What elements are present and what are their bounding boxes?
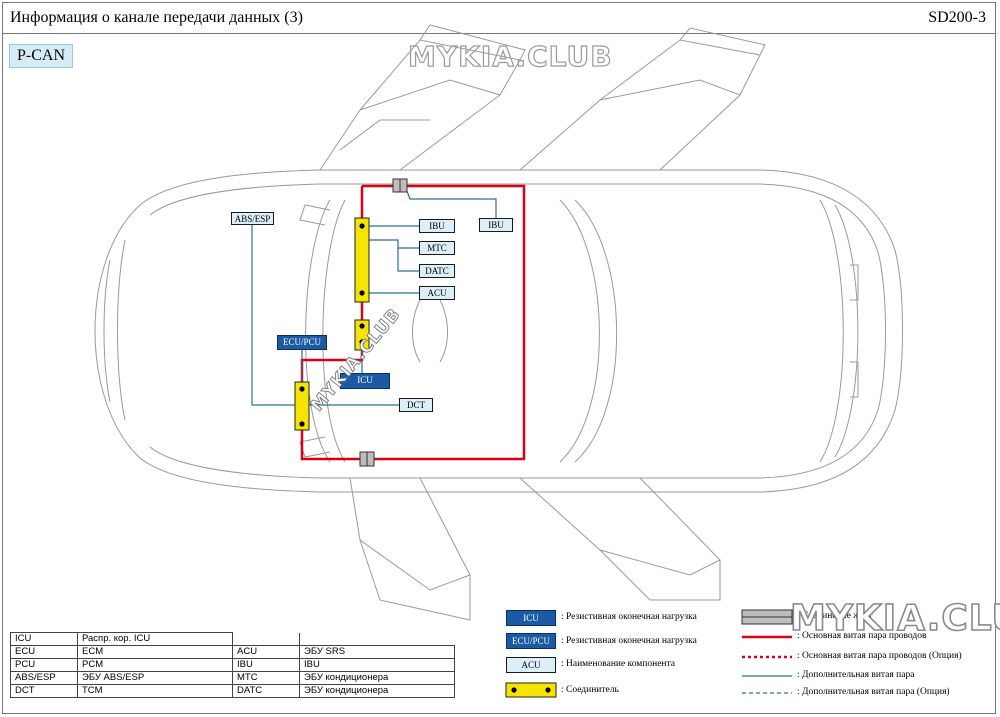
- legend-terminal-icu-text: : Резистивная оконечная нагрузка: [561, 612, 697, 622]
- abbr-cell: DCT: [10, 684, 78, 698]
- component-mtc: MTC: [419, 241, 455, 255]
- legend-component-text: : Наименование компонента: [561, 659, 675, 669]
- harness-joint-top: [392, 178, 408, 193]
- terminal-icu: ICU: [340, 373, 390, 389]
- abbr-cell: [232, 632, 300, 646]
- abbreviation-table: ICU Распр. кор. ICU ECU ECM ACU ЭБУ SRS …: [10, 632, 455, 698]
- abbr-cell: Распр. кор. ICU: [77, 632, 233, 646]
- abbr-cell: ЭБУ SRS: [299, 645, 455, 659]
- legend-graphics: [505, 609, 793, 698]
- watermark-top: MYKIA.CLUB: [407, 39, 613, 73]
- connector-lower: [294, 381, 310, 431]
- abbr-cell: MTC: [232, 671, 300, 685]
- abbr-cell: IBU: [299, 658, 455, 672]
- abbr-cell: PCU: [10, 658, 78, 672]
- component-dct: DCT: [399, 398, 433, 412]
- table-row: ECU ECM ACU ЭБУ SRS: [10, 645, 455, 659]
- abbr-cell: ЭБУ ABS/ESP: [77, 671, 233, 685]
- connector-middle: [354, 319, 370, 351]
- header-bar: Информация о канале передачи данных (3) …: [2, 2, 996, 34]
- abbr-cell: ЭБУ кондиционера: [299, 671, 455, 685]
- legend-harness-text: : Соединение жгут: [797, 611, 873, 621]
- abbr-cell: ECM: [77, 645, 233, 659]
- abbr-cell: ACU: [232, 645, 300, 659]
- table-row: PCU PCM IBU IBU: [10, 658, 455, 672]
- legend-main-twisted-opt-text: : Основная витая пара проводов (Опция): [797, 651, 962, 661]
- table-row: DCT TCM DATC ЭБУ кондиционера: [10, 684, 455, 698]
- connector-upper: [354, 217, 370, 303]
- component-acu: ACU: [419, 286, 455, 300]
- section-tag: P-CAN: [9, 44, 74, 68]
- legend-aux-twisted-text: : Дополнительная витая пара: [797, 670, 915, 680]
- abbr-cell: ЭБУ кондиционера: [299, 684, 455, 698]
- table-row: ICU Распр. кор. ICU: [10, 632, 454, 646]
- document-code: SD200-3: [928, 9, 986, 26]
- abbr-cell: [299, 632, 454, 646]
- legend-terminal-ecu-box: ECU/PCU: [506, 633, 556, 649]
- watermark-bottom: MYKIA.CLUB: [789, 597, 1000, 640]
- legend-connector-text: : Соединитель: [561, 685, 619, 695]
- legend-main-twisted-text: : Основная витая пара проводов: [797, 631, 927, 641]
- legend-aux-twisted-opt-text: : Дополнительная витая пара (Опция): [797, 687, 950, 697]
- legend-component-box: ACU: [506, 657, 556, 673]
- component-datc: DATC: [419, 264, 455, 278]
- abbr-cell: ABS/ESP: [10, 671, 78, 685]
- page-title: Информация о канале передачи данных (3): [10, 9, 303, 26]
- component-ibu-right: IBU: [479, 218, 513, 232]
- legend-terminal-ecu-text: : Резистивная оконечная нагрузка: [561, 636, 697, 646]
- car-outline: [94, 24, 903, 621]
- abbr-cell: TCM: [77, 684, 233, 698]
- component-abs-esp: ABS/ESP: [231, 212, 274, 225]
- abbr-cell: ICU: [10, 632, 78, 646]
- legend-terminal-icu-box: ICU: [506, 610, 556, 626]
- harness-joint-bottom: [359, 451, 375, 467]
- abbr-cell: DATC: [232, 684, 300, 698]
- table-row: ABS/ESP ЭБУ ABS/ESP MTC ЭБУ кондиционера: [10, 671, 455, 685]
- abbr-cell: ECU: [10, 645, 78, 659]
- terminal-ecu-pcu: ECU/PCU: [277, 335, 327, 350]
- abbr-cell: IBU: [232, 658, 300, 672]
- abbr-cell: PCM: [77, 658, 233, 672]
- component-ibu: IBU: [419, 219, 455, 233]
